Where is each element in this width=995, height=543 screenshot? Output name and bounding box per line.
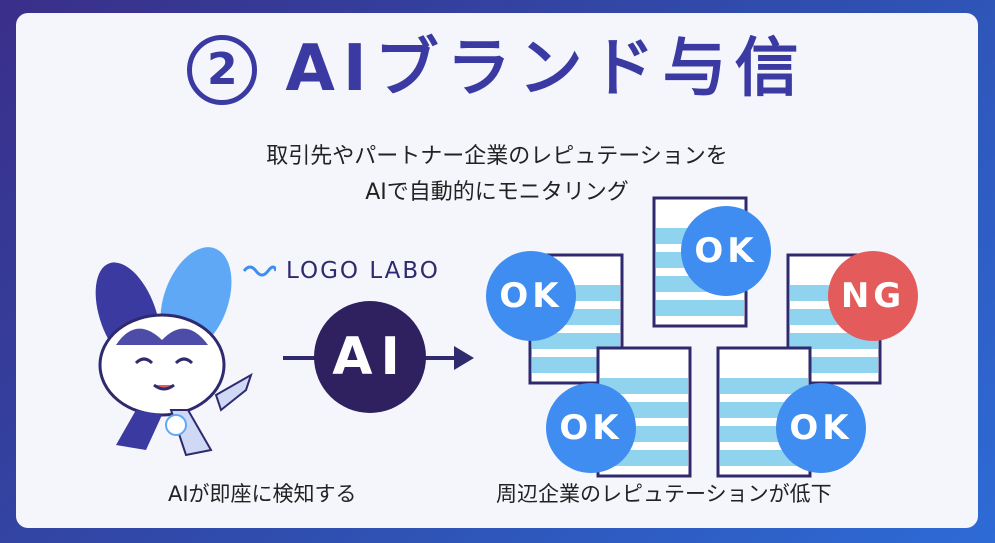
status-badge-ok: OK xyxy=(681,206,771,296)
status-badge-ok: OK xyxy=(776,383,866,473)
caption-right: 周辺企業のレピュテーションが低下 xyxy=(496,482,832,506)
page-title: 2 AIブランド与信 xyxy=(16,35,978,105)
ai-circle: AI xyxy=(314,301,426,413)
caption-left: AIが即座に検知する xyxy=(168,482,357,506)
logo-wave-icon xyxy=(242,265,276,277)
arrow-head-icon xyxy=(454,346,474,370)
step-number: 2 xyxy=(187,35,258,105)
subtitle-line-1: 取引先やパートナー企業のレピュテーションを xyxy=(266,144,728,169)
status-badge-ok: OK xyxy=(546,383,636,473)
status-badge-ok: OK xyxy=(486,251,576,341)
content-card: 2 AIブランド与信 取引先やパートナー企業のレピュテーションを AIで自動的にモ… xyxy=(16,13,978,528)
logo: LOGO LABO xyxy=(242,258,440,284)
mascot-illustration xyxy=(95,247,253,457)
status-badge-ng: NG xyxy=(828,251,918,341)
logo-text: LOGO LABO xyxy=(286,258,440,284)
title-text: AIブランド与信 xyxy=(285,32,807,106)
subtitle-line-2: AIで自動的にモニタリング xyxy=(365,180,629,205)
